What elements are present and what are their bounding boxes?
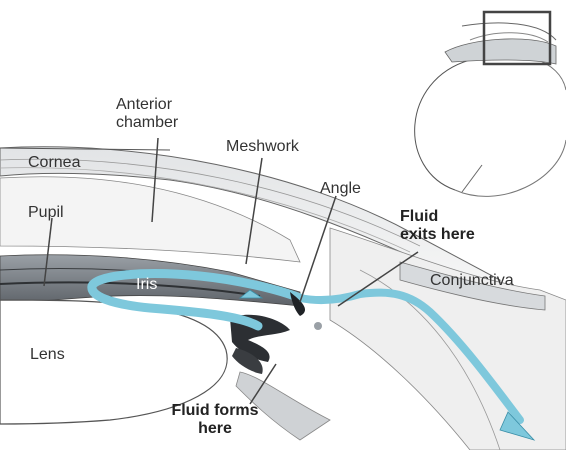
label-pupil: Pupil: [28, 204, 64, 222]
label-anterior-line-2: chamber: [116, 114, 178, 132]
trabecular-dot: [314, 322, 322, 330]
label-fluid-exits: Fluid exits here: [400, 208, 475, 244]
label-lens: Lens: [30, 346, 65, 364]
label-fluid-forms: Fluid forms here: [150, 402, 280, 438]
label-fluid-forms-line-1: Fluid forms: [150, 402, 280, 420]
label-iris: Iris: [136, 276, 157, 294]
eye-inset: [415, 12, 566, 196]
label-anterior-line-1: Anterior: [116, 96, 178, 114]
label-fluid-exits-line-2: exits here: [400, 226, 475, 244]
label-angle: Angle: [320, 180, 361, 198]
label-fluid-exits-line-1: Fluid: [400, 208, 475, 226]
label-conjunctiva: Conjunctiva: [430, 272, 514, 290]
label-fluid-forms-line-2: here: [150, 420, 280, 438]
label-anterior-chamber: Anterior chamber: [116, 96, 178, 132]
label-cornea: Cornea: [28, 154, 80, 172]
label-meshwork: Meshwork: [226, 138, 299, 156]
